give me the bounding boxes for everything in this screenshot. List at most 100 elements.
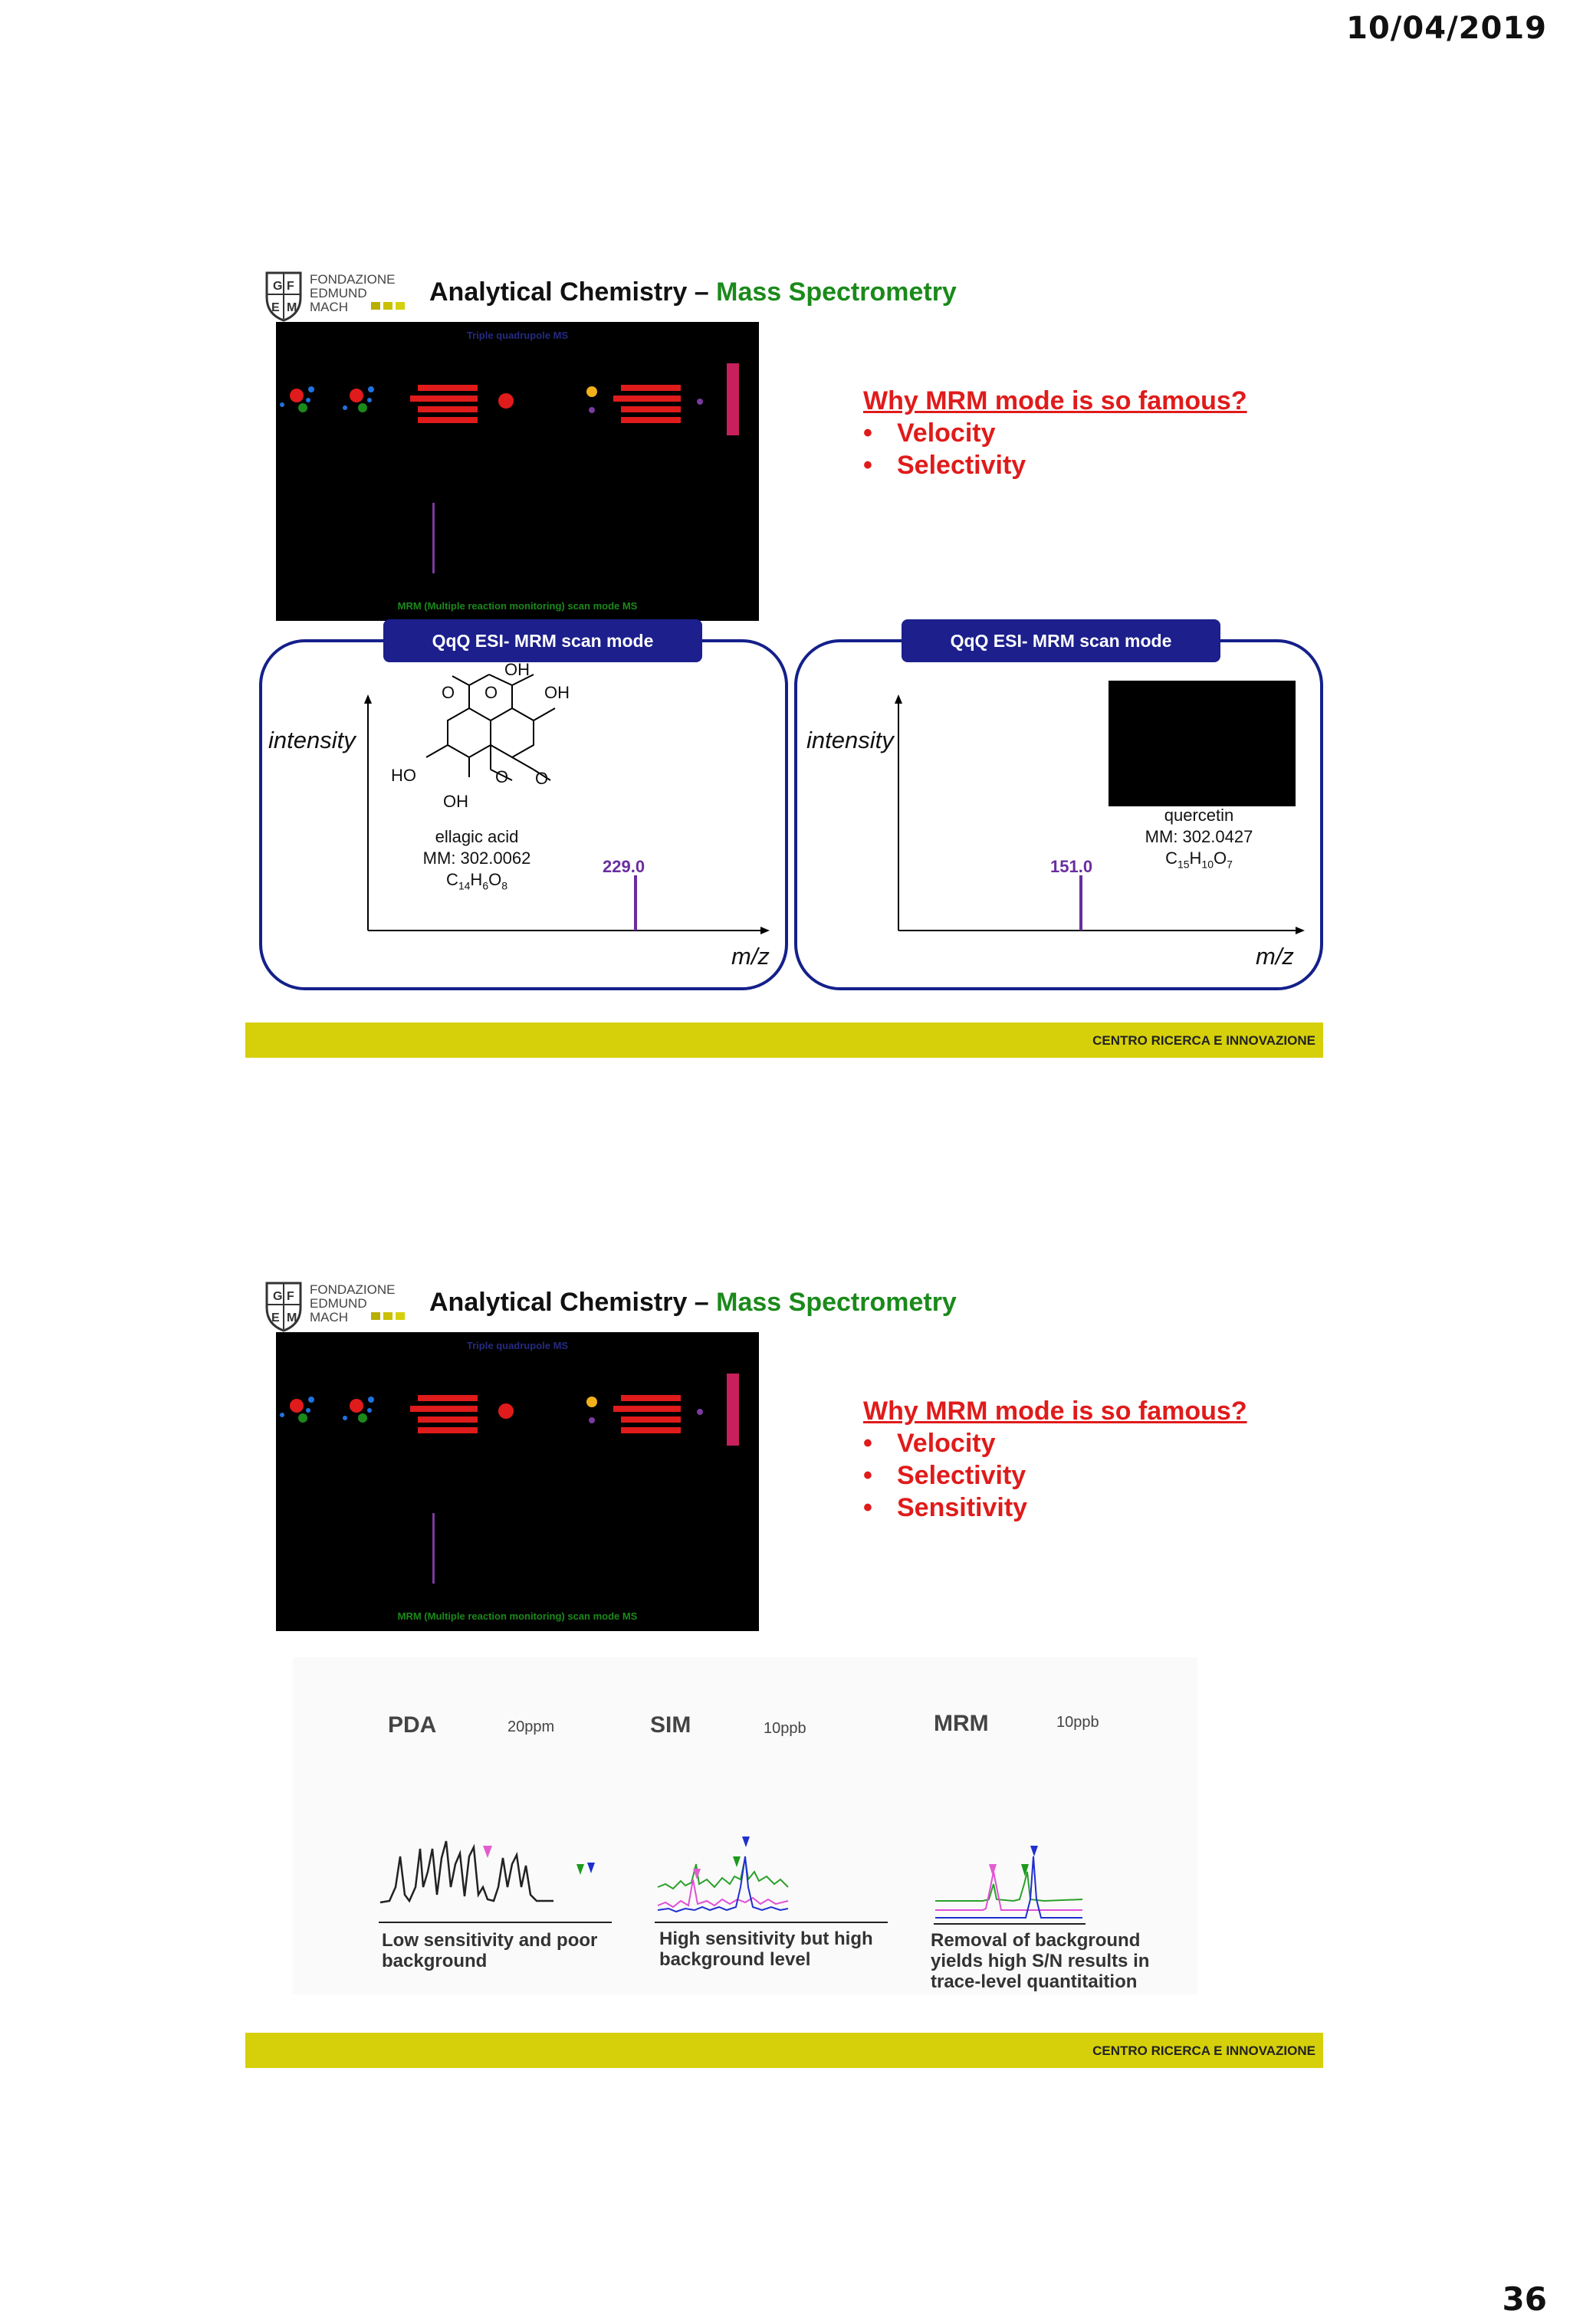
compound-info: ellagic acid MM: 302.0062 C14H6O8	[400, 826, 553, 896]
marker-blue	[1030, 1846, 1038, 1856]
logo-line1: FONDAZIONE	[310, 1282, 395, 1297]
compound-info: quercetin MM: 302.0427 C15H10O7	[1122, 805, 1276, 875]
page-date: 10/04/2019	[1346, 11, 1547, 46]
anim-bottom-label: MRM (Multiple reaction monitoring) scan …	[397, 1610, 638, 1622]
slide-1: G F E M FONDAZIONE EDMUND MACH Analytica…	[245, 267, 1323, 1058]
peak-label: 151.0	[1050, 857, 1093, 876]
structure-atom: O	[442, 683, 455, 702]
structure-atom: OH	[443, 792, 468, 811]
spectrum-axes	[895, 694, 1305, 934]
structure-atom: O	[484, 683, 498, 702]
chromatogram-label: PDA	[388, 1712, 437, 1738]
compound-formula: C14H6O8	[445, 870, 508, 892]
marker-pink	[693, 1869, 701, 1879]
svg-text:F: F	[287, 1290, 294, 1303]
structure-atom: O	[535, 769, 549, 788]
chromatogram-caption: Low sensitivity and poor background	[382, 1930, 598, 1971]
structure-atom: O	[495, 767, 509, 786]
footer-band: CENTRO RICERCA E INNOVAZIONE	[245, 2033, 1323, 2068]
compound-name: quercetin	[1164, 806, 1234, 825]
bullet-item: Velocity	[863, 1427, 1247, 1459]
chromatogram-caption: High sensitivity but high background lev…	[659, 1928, 873, 1970]
compound-formula: C15H10O7	[1165, 849, 1233, 871]
chromatogram-conc: 10ppb	[1056, 1714, 1099, 1731]
chromatogram-conc: 10ppb	[764, 1720, 806, 1737]
peak-bar	[1079, 875, 1082, 931]
svg-text:G: G	[273, 280, 282, 293]
bullet-item: Selectivity	[863, 449, 1247, 481]
spectrum-axes	[364, 674, 770, 934]
why-heading: Why MRM mode is so famous?	[863, 386, 1247, 415]
svg-text:E: E	[271, 301, 280, 314]
compound-name: ellagic acid	[435, 827, 519, 846]
sim-blue-trace	[657, 1856, 789, 1913]
svg-text:M: M	[287, 301, 297, 314]
logo-line1: FONDAZIONE	[310, 272, 395, 287]
why-mrm-list: Why MRM mode is so famous? Velocity Sele…	[863, 385, 1247, 481]
qqq-schematic	[280, 1374, 739, 1584]
structure-atom: OH	[544, 683, 570, 702]
marker-pink	[483, 1846, 492, 1858]
x-axis-label: m/z	[731, 943, 770, 970]
peak-label: 229.0	[603, 857, 645, 876]
marker-blue	[587, 1863, 595, 1873]
svg-text:E: E	[271, 1311, 280, 1324]
marker-pink	[989, 1864, 997, 1876]
x-axis-label: m/z	[1256, 943, 1294, 970]
anim-top-label: Triple quadrupole MS	[466, 330, 569, 341]
footer-text: CENTRO RICERCA E INNOVAZIONE	[1092, 2043, 1315, 2058]
bullet-item: Selectivity	[863, 1459, 1247, 1492]
mrm-blue-trace	[935, 1856, 1082, 1919]
chromatogram-caption: Removal of background yields high S/N re…	[931, 1930, 1150, 1992]
pda-trace	[379, 1840, 553, 1904]
marker-green	[576, 1864, 584, 1875]
why-mrm-list: Why MRM mode is so famous? Velocity Sele…	[863, 1395, 1247, 1524]
structure-atom: OH	[504, 660, 530, 679]
anim-top-label: Triple quadrupole MS	[466, 1340, 569, 1351]
chromatogram-conc: 20ppm	[507, 1718, 555, 1735]
compound-mass: MM: 302.0062	[422, 849, 531, 868]
fem-logo: G F E M FONDAZIONE EDMUND MACH	[265, 271, 405, 322]
footer-band: CENTRO RICERCA E INNOVAZIONE	[245, 1022, 1323, 1058]
anim-bottom-label: MRM (Multiple reaction monitoring) scan …	[397, 600, 638, 612]
slide-title: Analytical Chemistry – Mass Spectrometry	[429, 1288, 957, 1317]
y-axis-label: intensity	[268, 727, 356, 753]
fem-logo: G F E M FONDAZIONE EDMUND MACH	[265, 1282, 405, 1332]
qqq-schematic	[280, 363, 739, 573]
footer-text: CENTRO RICERCA E INNOVAZIONE	[1092, 1033, 1315, 1048]
marker-blue	[742, 1837, 750, 1847]
structure-image	[1109, 681, 1296, 806]
y-axis-label: intensity	[806, 727, 894, 753]
structure-atom: HO	[391, 766, 416, 785]
mrm-green-trace	[935, 1871, 1083, 1902]
logo-line3: MACH	[310, 1310, 348, 1324]
bullet-item: Velocity	[863, 417, 1247, 449]
mrm-panel-ellagic: QqQ ESI- MRM scan mode intensity m/z	[259, 619, 788, 990]
chromatogram-comparison: PDA 20ppm SIM 10ppb MRM 10ppb	[293, 1657, 1197, 1994]
chromatogram-traces	[379, 1837, 1086, 1925]
qqq-animation: Triple quadrupole MS MRM (Multiple react…	[276, 1332, 759, 1631]
logo-line2: EDMUND	[310, 286, 367, 300]
logo-line3: MACH	[310, 300, 348, 314]
peak-bar	[634, 875, 637, 931]
mrm-panel-quercetin: QqQ ESI- MRM scan mode intensity m/z que…	[794, 619, 1323, 990]
chromatogram-label: SIM	[650, 1712, 691, 1738]
bullet-item: Sensitivity	[863, 1492, 1247, 1524]
svg-text:F: F	[287, 280, 294, 293]
page-number: 36	[1502, 2280, 1547, 2318]
slide-2: G F E M FONDAZIONE EDMUND MACH Analytica…	[245, 1277, 1323, 2068]
sim-green-trace	[657, 1857, 789, 1890]
marker-green	[733, 1856, 741, 1867]
panel-title: QqQ ESI- MRM scan mode	[383, 619, 702, 662]
mrm-pink-trace	[935, 1871, 1082, 1911]
why-heading: Why MRM mode is so famous?	[863, 1397, 1247, 1426]
slide-title: Analytical Chemistry – Mass Spectrometry	[429, 277, 957, 307]
marker-green	[1021, 1864, 1029, 1876]
compound-mass: MM: 302.0427	[1145, 827, 1253, 846]
logo-line2: EDMUND	[310, 1296, 367, 1311]
svg-text:M: M	[287, 1311, 297, 1324]
sim-pink-trace	[657, 1879, 789, 1909]
chromatogram-label: MRM	[934, 1711, 989, 1736]
ellagic-structure	[425, 674, 556, 781]
panel-title: QqQ ESI- MRM scan mode	[902, 619, 1220, 662]
